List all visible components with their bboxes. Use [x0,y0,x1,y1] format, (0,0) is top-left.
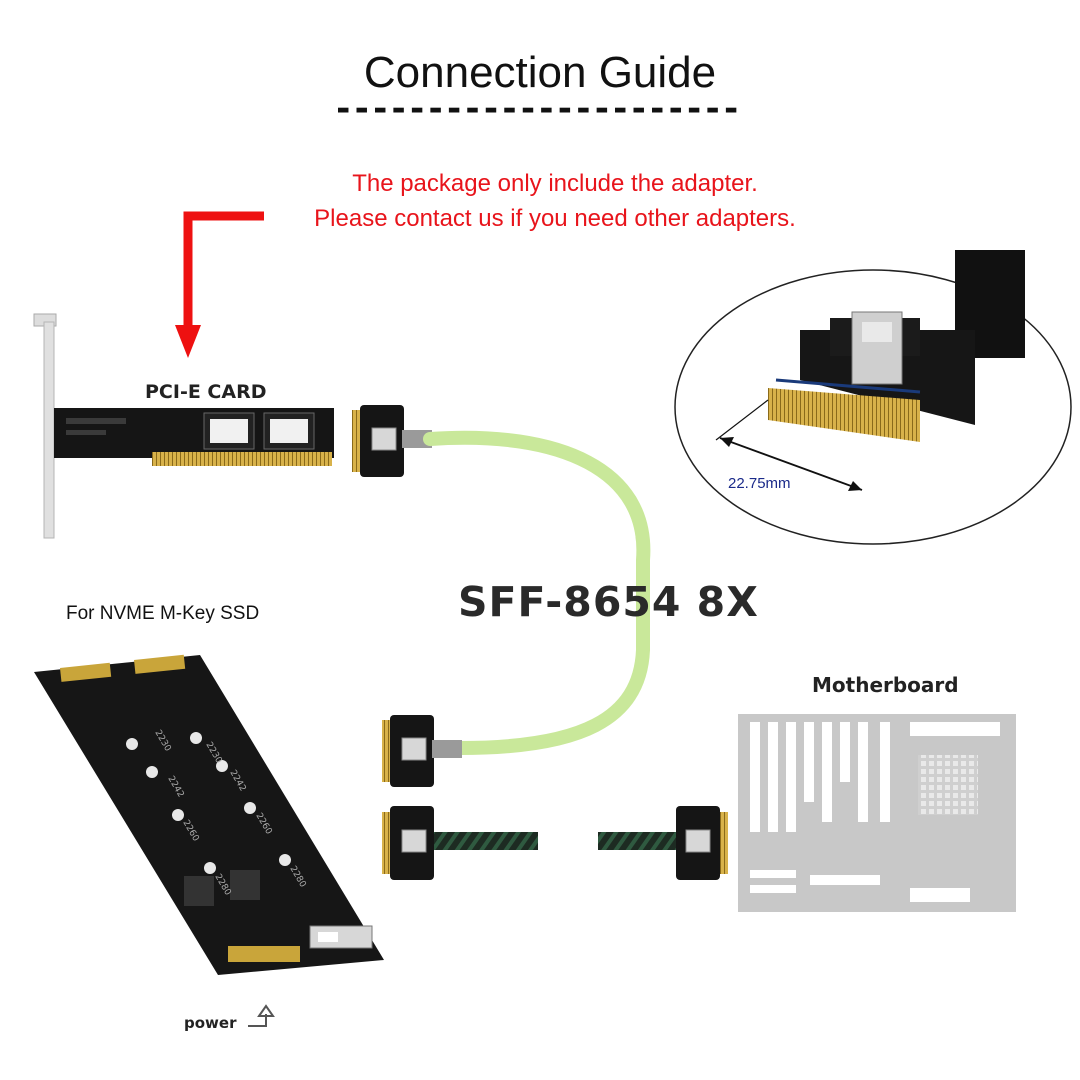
cable-green [423,430,651,755]
cable-connector-bottom [382,715,462,787]
braided-cable [382,806,728,880]
power-arrow-icon [248,1004,275,1027]
power-label: power [184,1014,237,1032]
connector-width-label: 22.75mm [728,475,791,492]
motherboard-image [738,714,1016,912]
nvme-adapter-board [34,654,384,975]
notice-line-1: The package only include the adapter. [352,170,758,197]
pcie-card-label: PCI-E CARD [145,381,267,403]
pcie-card-image [33,313,334,539]
cable-connector-top [352,405,432,477]
notice-line-2: Please contact us if you need other adap… [314,205,796,232]
connector-closeup [674,250,1072,545]
red-arrow-icon [175,211,264,358]
motherboard-label: Motherboard [812,673,959,697]
dimension-arrow-icon [715,399,863,491]
cable-type-label: SFF-8654 8X [458,578,759,626]
title-underline: ----------------------------- [333,92,743,126]
nvme-ssd-label: For NVME M-Key SSD [66,603,260,624]
page-title: Connection Guide [363,48,717,97]
